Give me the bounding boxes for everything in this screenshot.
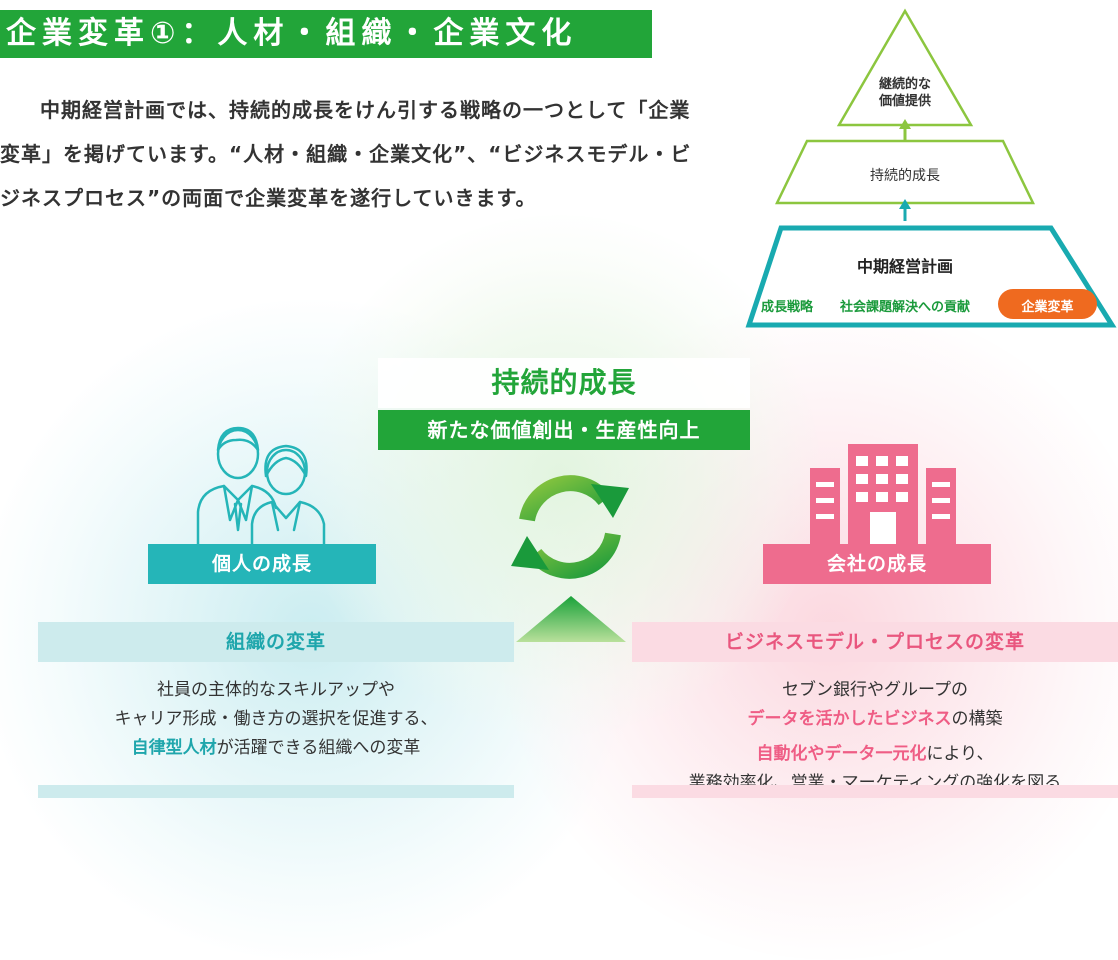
org-desc-line3: 自律型人材が活躍できる組織への変革 <box>38 734 514 763</box>
pyramid-arrowhead-1 <box>899 119 911 129</box>
pyramid-highlight-pill <box>998 289 1097 319</box>
biz-desc-highlight-1: データを活かしたビジネス <box>747 709 952 729</box>
pyramid-item-growth: 成長戦略 <box>760 299 813 314</box>
individual-growth-badge: 個人の成長 <box>148 544 376 584</box>
center-title: 持続的成長 <box>378 358 750 408</box>
biz-desc-line2: データを活かしたビジネスの構築 <box>632 705 1118 734</box>
pyramid-top-label: 継続的な 価値提供 <box>855 75 955 109</box>
intro-text: 中期経営計画では、持続的成長をけん引する戦略の一つとして「企業変革」を掲げていま… <box>0 98 692 210</box>
pink-footer-band <box>632 785 1118 798</box>
pyramid-item-social: 社会課題解決への貢献 <box>839 299 970 314</box>
cycle-arrowhead-lower <box>511 536 549 570</box>
organization-transformation-band: 組織の変革 <box>38 622 514 662</box>
up-arrow-icon <box>516 596 626 642</box>
org-desc-line3-rest: が活躍できる組織への変革 <box>216 738 421 758</box>
pyramid-base-title: 中期経営計画 <box>856 259 953 276</box>
pyramid-middle-label: 持続的成長 <box>870 167 940 183</box>
center-subtitle: 新たな価値創出・生産性向上 <box>378 410 750 450</box>
biz-desc-line3: 自動化やデータ一元化により、 <box>632 740 1118 769</box>
company-growth-badge: 会社の成長 <box>763 544 991 584</box>
cycle-arc-lower <box>528 532 621 579</box>
business-transformation-band: ビジネスモデル・プロセスの変革 <box>632 622 1118 662</box>
biz-desc-line1: セブン銀行やグループの <box>782 680 968 700</box>
cycle-arrows-icon <box>511 475 629 579</box>
pyramid-top-line2: 価値提供 <box>878 93 931 108</box>
business-description: セブン銀行やグループの データを活かしたビジネスの構築 自動化やデータ一元化によ… <box>632 676 1118 798</box>
pyramid-graphic <box>745 8 1117 328</box>
page-title: 企業変革①：人材・組織・企業文化 <box>0 10 652 58</box>
biz-desc-line2-rest: の構築 <box>951 709 1003 729</box>
org-desc-line1: 社員の主体的なスキルアップや <box>157 680 395 700</box>
biz-desc-highlight-2: 自動化やデータ一元化 <box>756 744 927 764</box>
cycle-arc-upper <box>519 475 612 522</box>
people-icon <box>196 426 326 545</box>
pyramid-arrowhead-2 <box>899 199 911 209</box>
pyramid-diagram: 継続的な 価値提供 持続的成長 中期経営計画 成長戦略 社会課題解決への貢献 企… <box>745 5 1118 330</box>
pyramid-top-line1: 継続的な <box>878 76 931 91</box>
cycle-arrowhead-upper <box>591 484 629 518</box>
org-desc-highlight: 自律型人材 <box>131 738 217 758</box>
building-icon <box>810 444 956 546</box>
pyramid-middle <box>775 139 1035 205</box>
teal-footer-band <box>38 785 514 798</box>
pyramid-item-transformation: 企業変革 <box>1021 299 1074 314</box>
biz-desc-line3-rest: により、 <box>926 744 994 764</box>
org-desc-line2: キャリア形成・働き方の選択を促進する、 <box>114 709 438 729</box>
organization-description: 社員の主体的なスキルアップや キャリア形成・働き方の選択を促進する、 自律型人材… <box>38 676 514 763</box>
